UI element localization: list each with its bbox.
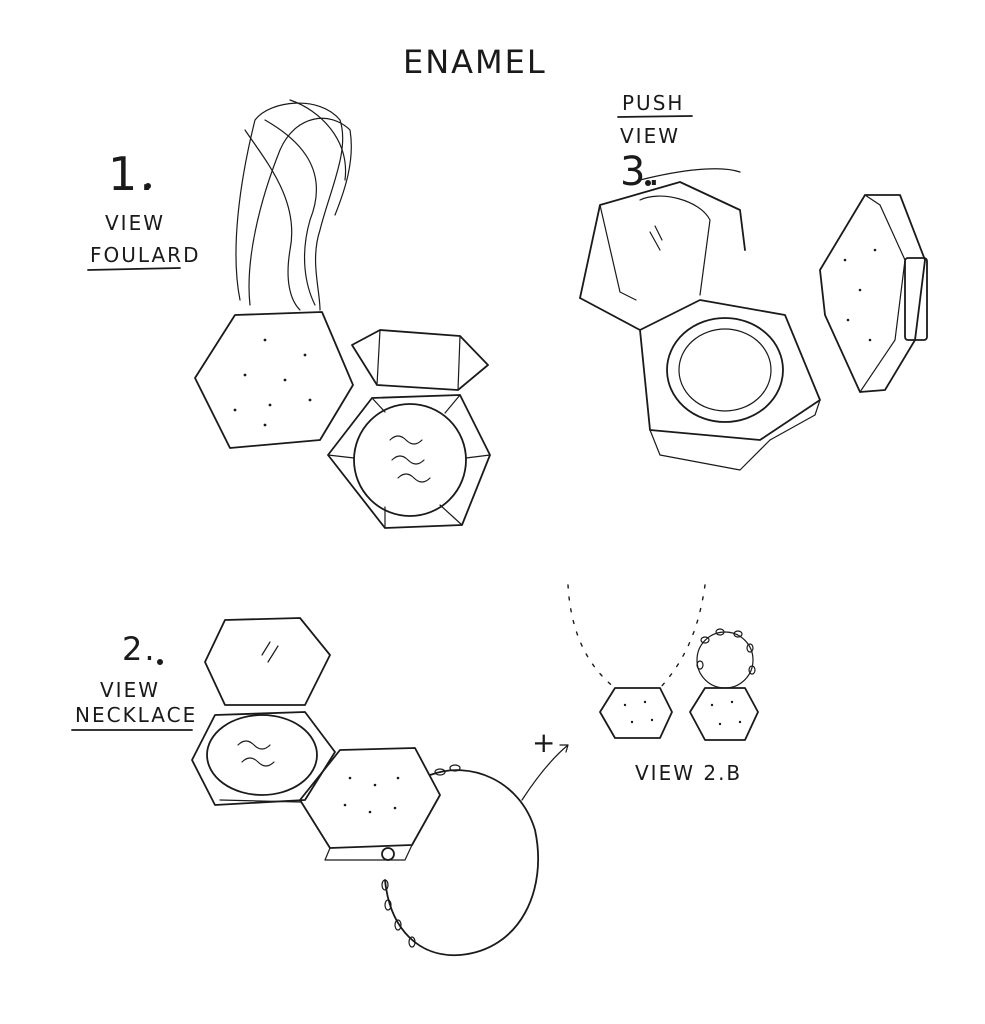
view-2-label-bottom: NECKLACE	[75, 703, 197, 727]
sketch-necklace	[191, 617, 569, 957]
view-2-label: 2. VIEW NECKLACE	[71, 630, 197, 731]
view-3-label-bottom: VIEW	[620, 124, 680, 148]
view-3-underline	[617, 115, 693, 118]
view-1-underline	[87, 267, 181, 271]
view-1-label-top: VIEW	[105, 211, 165, 235]
plus-sign: +	[532, 726, 557, 759]
sketch-push	[579, 168, 928, 471]
view-1-label: 1. VIEW FOULARD	[87, 147, 200, 271]
view-3-label-top: PUSH	[622, 91, 684, 115]
view-2-number: 2.	[122, 630, 157, 668]
view-2b-label: VIEW 2.B	[635, 761, 742, 785]
view-3-number: 3.	[620, 149, 662, 195]
page-title: ENAMEL	[403, 43, 547, 81]
view-1-number: 1.	[108, 147, 156, 201]
sketch-foulard	[194, 99, 491, 529]
view-2-label-top: VIEW	[100, 678, 160, 702]
view-1-label-bottom: FOULARD	[90, 243, 200, 267]
sketch-view-2b	[567, 584, 759, 741]
view-3-label: PUSH VIEW 3.	[617, 91, 693, 195]
